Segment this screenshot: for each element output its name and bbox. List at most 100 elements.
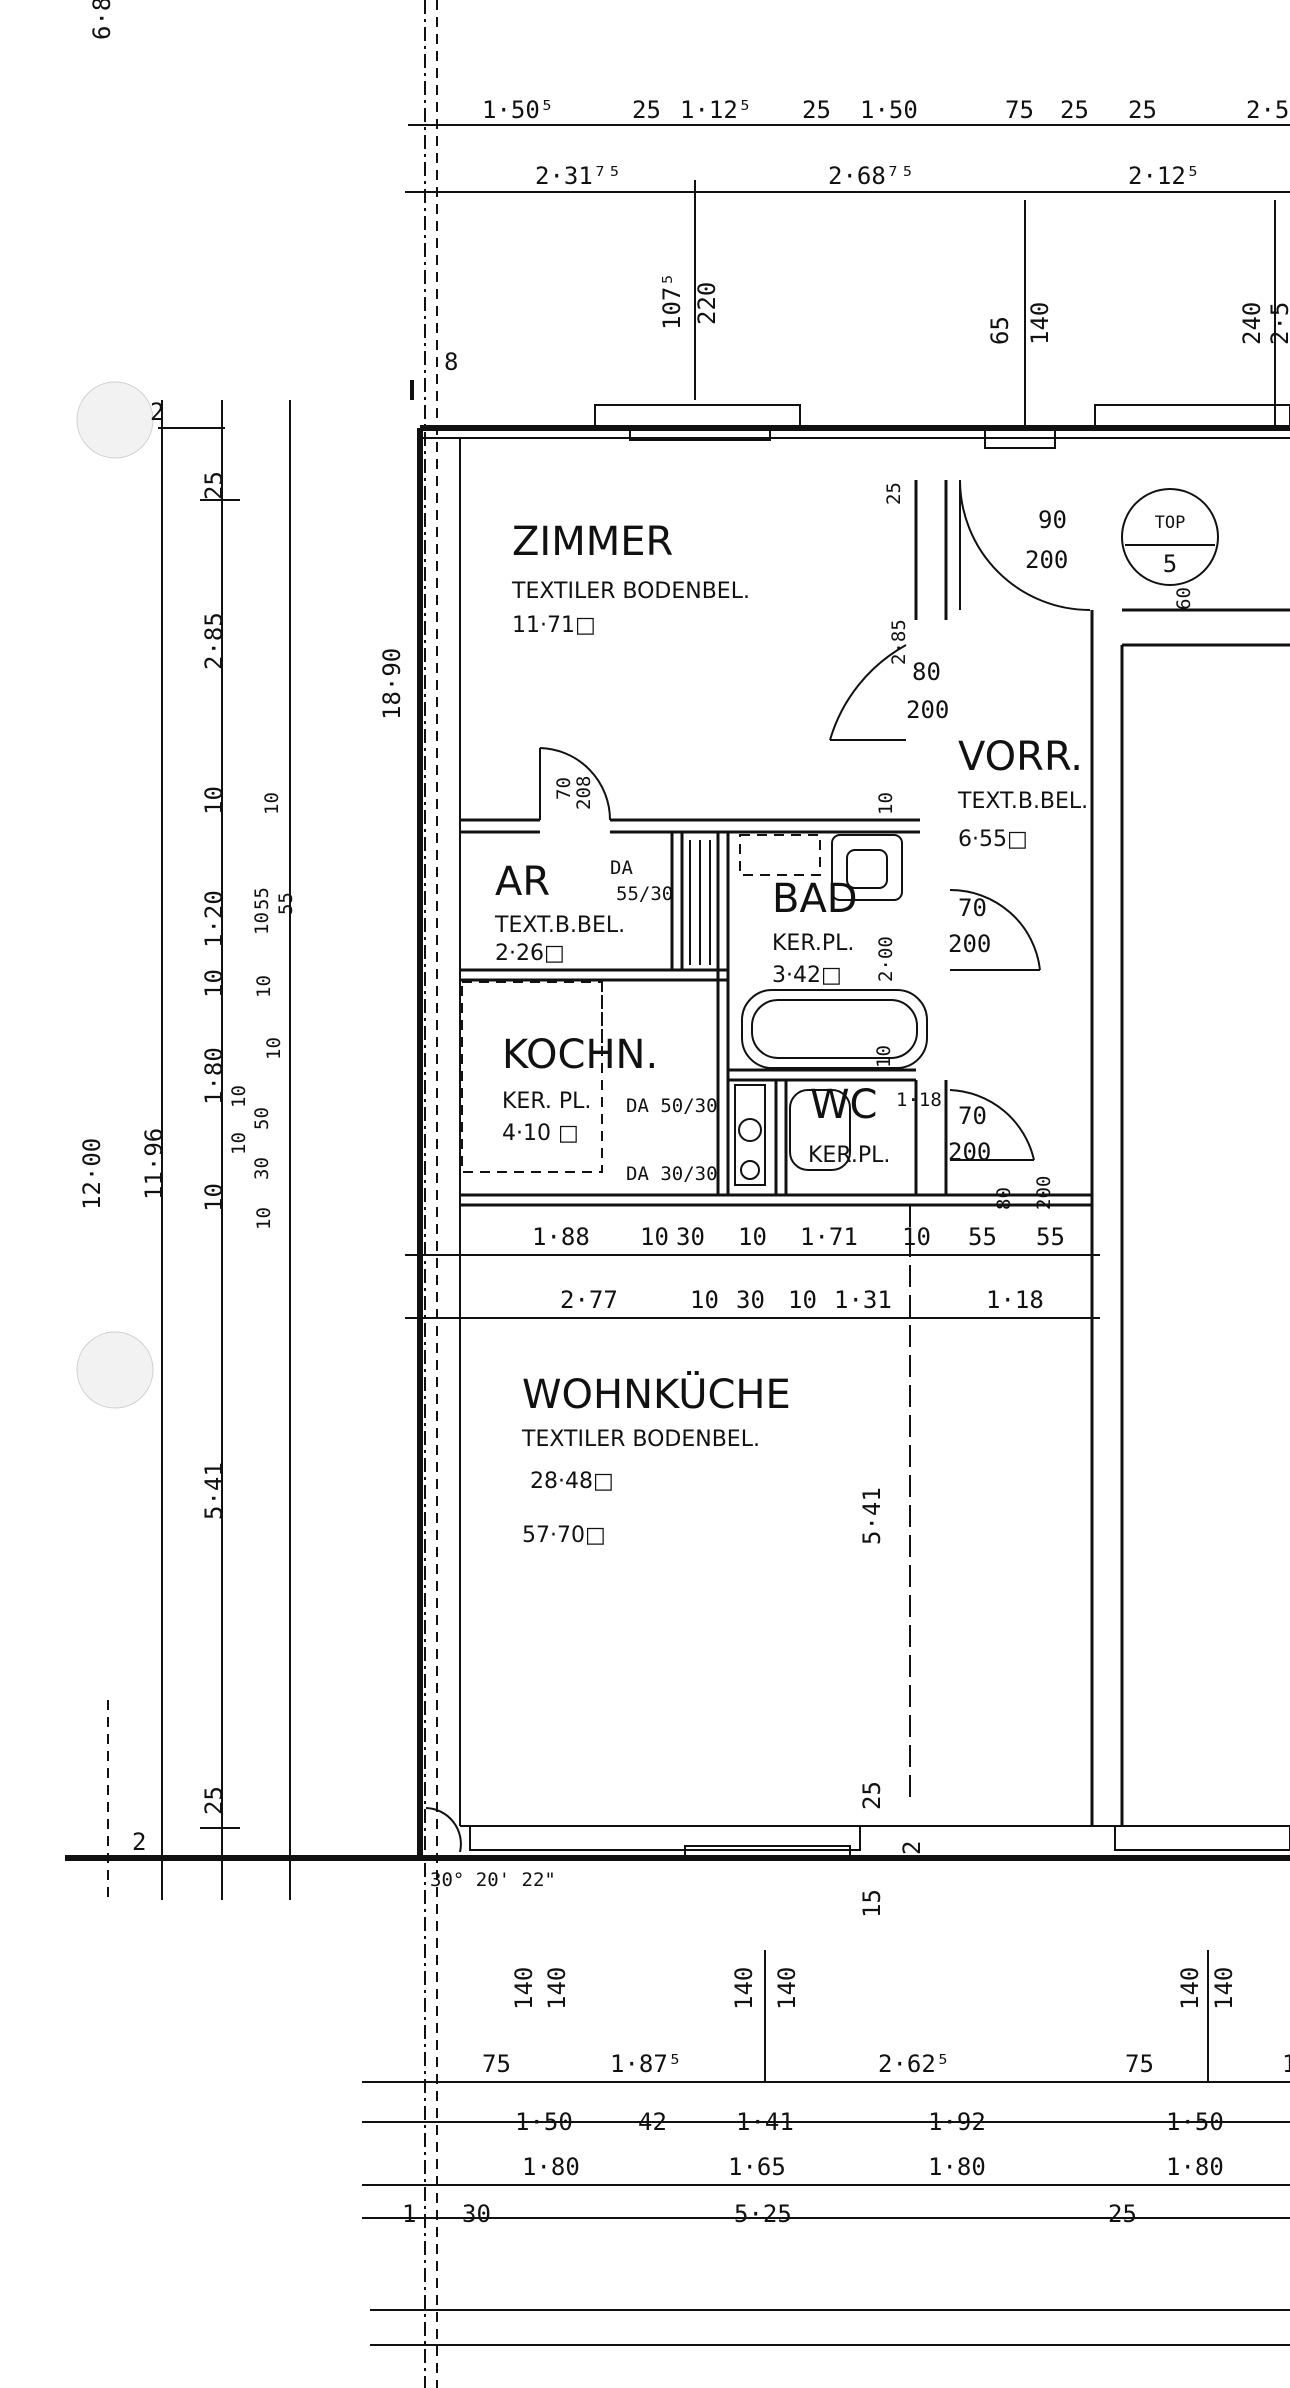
- bottom-dim: 1·50: [515, 2108, 573, 2136]
- room-ar-area: 2·26□: [495, 941, 565, 966]
- bottom-dim: 1·80: [928, 2153, 986, 2181]
- bottom-dim: 1·80: [1166, 2153, 1224, 2181]
- misc-dim: 60: [1173, 587, 1195, 610]
- misc-dim: 2·85: [888, 619, 910, 665]
- top-dim: 1·50: [860, 96, 918, 124]
- room-kochn-area: 4·10 □: [502, 1121, 579, 1146]
- door-height: 200: [948, 1138, 991, 1166]
- mid-dim: 10: [640, 1223, 669, 1251]
- room-wohnkuche-area: 28·48□: [530, 1469, 614, 1494]
- dimension-lines: [107, 0, 1290, 2388]
- top-dim: 25: [1060, 96, 1089, 124]
- bottom-dim: 2·62⁵: [878, 2050, 950, 2078]
- duct-label: DA: [610, 857, 633, 879]
- window-dim: 140: [543, 1967, 571, 2010]
- room-bad-floor: KER.PL.: [772, 931, 854, 956]
- opening-dims: 80 200 90 200 70 200 70 200 80 200 70 20…: [553, 482, 1195, 1210]
- top-marker-number: 5: [1163, 550, 1177, 578]
- room-wohnkuche-total: 57·70□: [522, 1523, 606, 1548]
- room-bad-area: 3·42□: [772, 963, 842, 988]
- bottom-dim: 25: [1108, 2200, 1137, 2228]
- window-dim: 140: [1210, 1967, 1238, 2010]
- mid-dim: 1·18: [986, 1286, 1044, 1314]
- edge-fragment: 6·8: [88, 0, 116, 40]
- fixtures: [689, 834, 928, 1186]
- door-width: 70: [958, 894, 987, 922]
- bottom-dimension-row-4: 1 30 5·25 25: [402, 2200, 1137, 2228]
- left-sub-dim: 10: [261, 792, 283, 815]
- mid-dim: 55: [1036, 1223, 1065, 1251]
- room-ar: AR TEXT.B.BEL. 2·26□: [494, 859, 625, 966]
- room-zimmer-floor: TEXTILER BODENBEL.: [511, 579, 750, 604]
- bottom-dim: 1·92: [928, 2108, 986, 2136]
- left-sub-dim: 55: [251, 887, 273, 910]
- mid-dim: 1·31: [834, 1286, 892, 1314]
- left-sub-dim: 10: [228, 1132, 250, 1155]
- doors: [425, 479, 1091, 1853]
- bottom-dim: 1·87⁵: [610, 2050, 682, 2078]
- vertical-labels: 5·41 25 2 15: [858, 1487, 926, 1918]
- top-dim: 2·5: [1246, 96, 1289, 124]
- mid-dim: 10: [690, 1286, 719, 1314]
- mid-dimension-row-2: 2·77 10 30 10 1·31 1·18: [560, 1286, 1044, 1314]
- vertical-dim: 2: [898, 1841, 926, 1855]
- window-dim: 240: [1238, 302, 1266, 345]
- mid-dim: 10: [902, 1223, 931, 1251]
- top-dim: 25: [1128, 96, 1157, 124]
- mid-dim: 10: [788, 1286, 817, 1314]
- top-dim: 2·31⁷⁵: [535, 162, 622, 190]
- room-zimmer: ZIMMER TEXTILER BODENBEL. 11·71□: [511, 519, 750, 638]
- top-dim: 2·68⁷⁵: [828, 162, 915, 190]
- door-width: 80: [912, 658, 941, 686]
- left-dim: 2·85: [200, 612, 228, 670]
- left-dim: 10: [200, 969, 228, 998]
- door-height: 200: [906, 696, 949, 724]
- left-dim: 5·41: [200, 1462, 228, 1520]
- window-dim: 140: [510, 1967, 538, 2010]
- bottom-dim: 1·65: [728, 2153, 786, 2181]
- mid-dim: 1·88: [532, 1223, 590, 1251]
- top-dim: 25: [802, 96, 831, 124]
- duct-label: DA 50/30: [626, 1095, 718, 1117]
- left-sub-dim: 10: [251, 912, 273, 935]
- room-bad: BAD KER.PL. 3·42□: [772, 876, 858, 988]
- bad-height-dim: 2·00: [875, 936, 897, 982]
- bottom-dim: 30: [462, 2200, 491, 2228]
- top-dimension-row-1: 1·50⁵ 25 1·12⁵ 25 1·50 75 25 25 2·5: [482, 96, 1289, 124]
- window-dim: 140: [773, 1967, 801, 2010]
- mid-dim: 1·71: [800, 1223, 858, 1251]
- left-dim: 25: [200, 1786, 228, 1815]
- left-sub-dim: 10: [253, 1207, 275, 1230]
- vertical-dim: 5·41: [858, 1487, 886, 1545]
- vertical-dim: 25: [858, 1781, 886, 1810]
- duct-label: DA 30/30: [626, 1163, 718, 1185]
- room-wc: WC KER.PL.: [808, 1082, 890, 1168]
- window-dim: 65: [986, 316, 1014, 345]
- misc-dim: 25: [883, 482, 905, 505]
- door-width: 90: [1038, 506, 1067, 534]
- door-width: 70: [553, 777, 575, 800]
- mid-dim: 10: [738, 1223, 767, 1251]
- room-kochn: KOCHN. KER. PL. 4·10 □: [502, 1032, 658, 1146]
- door-height: 200: [1033, 1176, 1055, 1210]
- top-marker-label: TOP: [1155, 513, 1186, 533]
- room-kochn-name: KOCHN.: [502, 1032, 658, 1078]
- left-dim: 2: [150, 398, 164, 426]
- left-sub-dim: 50: [251, 1107, 273, 1130]
- mid-dim: 2·77: [560, 1286, 618, 1314]
- room-zimmer-name: ZIMMER: [512, 519, 673, 565]
- top-dim: 75: [1005, 96, 1034, 124]
- bottom-dim: 75: [482, 2050, 511, 2078]
- bottom-dim: 5·25: [734, 2200, 792, 2228]
- room-wohnkuche-floor: TEXTILER BODENBEL.: [521, 1427, 760, 1452]
- room-vorr: VORR. TEXT.B.BEL. 6·55□: [957, 734, 1088, 852]
- room-vorr-floor: TEXT.B.BEL.: [957, 789, 1088, 814]
- top-dim: 25: [632, 96, 661, 124]
- duct-label: 55/30: [616, 883, 673, 905]
- bottom-dim: 1·41: [736, 2108, 794, 2136]
- door-width: 80: [993, 1187, 1015, 1210]
- bottom-dimension-row-2: 1·50 42 1·41 1·92 1·50: [515, 2108, 1224, 2136]
- bottom-dim: 1: [1282, 2050, 1290, 2078]
- left-dim: 12·00: [78, 1138, 106, 1210]
